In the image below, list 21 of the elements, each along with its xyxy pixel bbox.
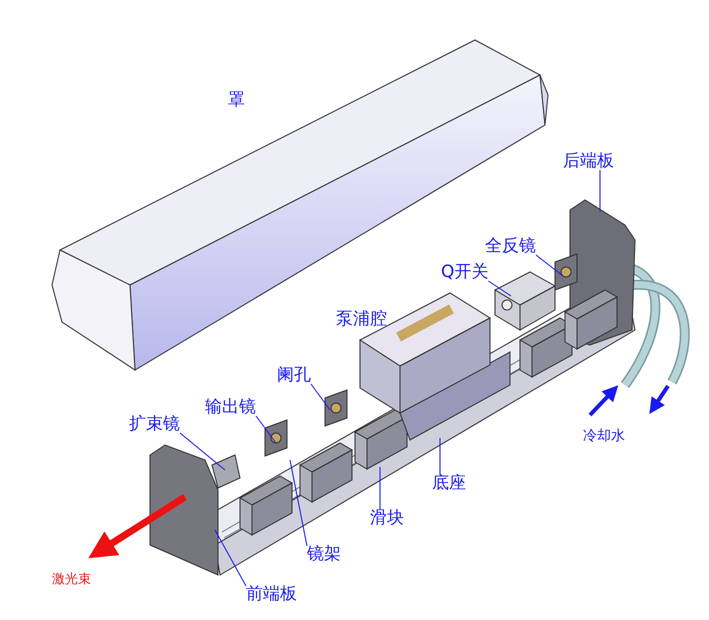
part-label: 阑孔 <box>277 367 311 384</box>
leader-line <box>290 460 308 546</box>
part-label: 底座 <box>432 475 466 492</box>
part-label: 全反镜 <box>485 238 536 255</box>
leader-line <box>488 280 512 296</box>
laser-beam-label: 激光束 <box>52 573 91 586</box>
part-label: 扩束镜 <box>129 416 180 433</box>
leader-line <box>310 384 330 410</box>
part-label: 滑块 <box>370 510 404 527</box>
part-label: Q开关 <box>441 264 488 281</box>
cooling-water-label: 冷却水 <box>583 429 625 443</box>
leader-line <box>256 416 276 444</box>
part-label: 后端板 <box>563 153 614 170</box>
cover-label: 罩 <box>228 92 245 109</box>
leader-line <box>180 432 226 470</box>
part-label: 镜架 <box>307 546 341 563</box>
part-label: 前端板 <box>246 586 297 603</box>
part-label: 输出镜 <box>205 399 256 416</box>
leader-line <box>214 530 246 586</box>
leader-line <box>536 254 564 276</box>
part-label: 泵浦腔 <box>336 311 387 328</box>
